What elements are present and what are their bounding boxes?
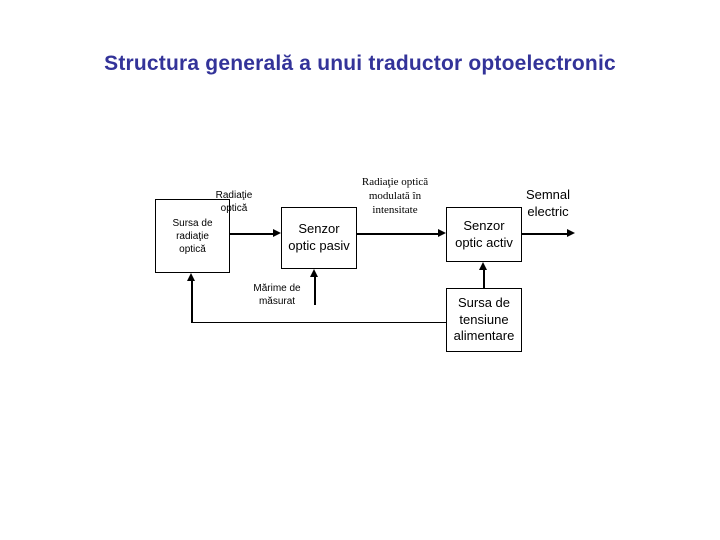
connector-measurand-to-passive — [314, 277, 316, 305]
connector-power-to-source-horizontal — [192, 322, 446, 323]
arrowhead-source-to-passive — [273, 229, 281, 237]
label-semnal-electric: Semnal electric — [525, 187, 571, 219]
connector-power-to-active — [483, 270, 485, 288]
arrowhead-power-to-source — [187, 273, 195, 281]
block-label: Senzor optic activ — [455, 217, 513, 250]
arrowhead-measurand-to-passive — [310, 269, 318, 277]
connector-passive-to-active — [357, 233, 438, 235]
page-title: Structura generală a unui traductor opto… — [104, 52, 616, 75]
arrowhead-passive-to-active — [438, 229, 446, 237]
label-radiatie-optica: Radiaţie optică — [215, 190, 253, 214]
block-sursa-de-tensiune-alimentare[interactable]: Sursa de tensiune alimentare — [446, 288, 522, 352]
label-marime-de-masurat: Mărime de măsurat — [253, 283, 301, 307]
block-senzor-optic-activ[interactable]: Senzor optic activ — [446, 207, 522, 262]
connector-active-to-output — [522, 233, 567, 235]
connector-power-to-source-vertical — [191, 281, 193, 323]
block-label: Sursa de radiaţie optică — [172, 217, 213, 255]
block-senzor-optic-pasiv[interactable]: Senzor optic pasiv — [281, 207, 357, 269]
block-label: Sursa de tensiune alimentare — [453, 294, 515, 344]
block-label: Senzor optic pasiv — [288, 221, 350, 253]
label-radiatie-optica-modulata: Radiaţie optică modulată în intensitate — [361, 176, 429, 217]
connector-source-to-passive — [230, 233, 273, 235]
arrowhead-power-to-active — [479, 262, 487, 270]
block-sursa-de-radiatie-optica[interactable]: Sursa de radiaţie optică — [155, 199, 230, 273]
arrowhead-output-signal — [567, 229, 575, 237]
